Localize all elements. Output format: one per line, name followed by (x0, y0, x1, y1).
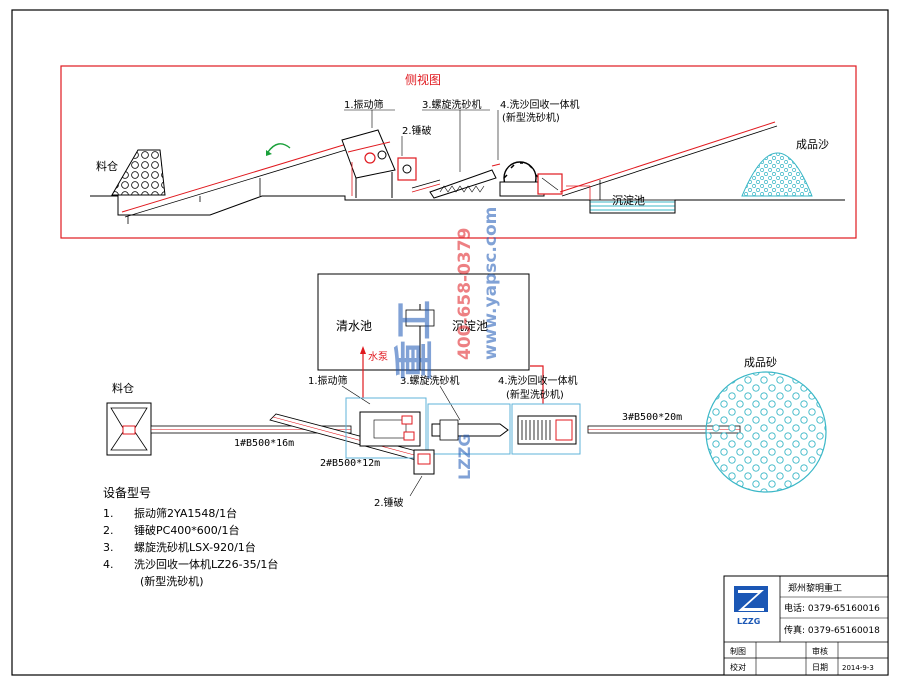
watermark: 重工 400-658-0379 www.yapsc.com LZZG (392, 207, 501, 480)
plan-screen-label: 1.振动筛 (308, 374, 348, 387)
plan-recycle-label-2: (新型洗砂机) (506, 388, 564, 401)
side-spiral-washer (429, 169, 497, 199)
side-recycle-label-2: (新型洗砂机) (502, 111, 560, 124)
pump-arrow-icon (360, 346, 366, 354)
side-view-border (60, 65, 857, 239)
watermark-url: www.yapsc.com (481, 207, 501, 360)
equipment-item-4: 洗沙回收一体机LZ26-35/1台 (134, 557, 278, 571)
plan-view: 清水池 沉淀池 水泵 1.振动筛 3.螺旋洗砂机 4.洗沙回收一体机 (新型洗砂… (106, 273, 827, 509)
clear-pool-label: 清水池 (336, 319, 372, 333)
review-label: 审核 (812, 646, 828, 656)
side-hopper-label: 料仓 (96, 159, 118, 173)
hopper-pile (111, 149, 166, 196)
ground-line (90, 195, 845, 216)
plan-product-pile (705, 371, 827, 493)
plan-hopper-label: 料仓 (112, 381, 134, 395)
drawn-label: 制图 (730, 646, 746, 656)
plan-recycle-label-1: 4.洗沙回收一体机 (498, 374, 578, 387)
watermark-brand: 重工 (392, 300, 438, 380)
return-pipe (530, 365, 544, 404)
plan-product-label: 成品砂 (744, 356, 777, 369)
settling-pool-label: 沉淀池 (452, 319, 488, 333)
belt-3-label: 3#B500*20m (622, 412, 682, 423)
side-view-title: 侧视图 (405, 72, 441, 87)
pump-label: 水泵 (368, 351, 388, 363)
plan-screen-area (345, 397, 427, 459)
equipment-item-2: 锤破PC400*600/1台 (134, 523, 240, 537)
equipment-item-3: 螺旋洗砂机LSX-920/1台 (134, 540, 256, 554)
belt-2-label: 2#B500*12m (320, 458, 380, 469)
belt-1-label: 1#B500*16m (234, 438, 294, 449)
side-product-label: 成品沙 (796, 138, 829, 151)
side-product-pile (741, 152, 813, 197)
equipment-note: (新型洗砂机) (140, 574, 204, 588)
equipment-num-4: 4. (103, 558, 114, 571)
title-block: LZZG 郑州黎明重工 电话: 0379-65160016 传真: 0379-6… (723, 575, 889, 676)
side-view: 侧视图 料仓 1.振动筛 2.锤破 (60, 65, 857, 239)
watermark-phone: 400-658-0379 (455, 228, 475, 360)
plan-spiral-area (427, 403, 511, 455)
equipment-num-1: 1. (103, 507, 114, 520)
equipment-item-1: 振动筛2YA1548/1台 (134, 506, 237, 520)
logo-text: LZZG (737, 617, 760, 626)
company-logo: LZZG (734, 586, 768, 626)
side-vibrating-screen (341, 129, 396, 179)
plan-recycle-area (511, 403, 581, 455)
side-recycle-label-1: 4.洗沙回收一体机 (500, 98, 580, 111)
side-spiral-label: 3.螺旋洗砂机 (422, 98, 482, 111)
side-screen-label: 1.振动筛 (344, 98, 384, 111)
company-fax: 传真: 0379-65160018 (784, 624, 880, 636)
side-belt-3 (559, 121, 776, 193)
plan-spiral-label: 3.螺旋洗砂机 (400, 374, 460, 387)
plan-crusher-label: 2.锤破 (374, 496, 404, 509)
equipment-num-3: 3. (103, 541, 114, 554)
equipment-num-2: 2. (103, 524, 114, 537)
company-name: 郑州黎明重工 (788, 582, 842, 594)
equipment-heading: 设备型号 (103, 486, 151, 500)
date-label: 日期 (812, 663, 828, 672)
side-crusher-label: 2.锤破 (402, 124, 432, 137)
side-hammer-crusher (397, 157, 417, 181)
date-value: 2014-9-3 (842, 664, 874, 672)
checked-label: 校对 (730, 662, 746, 672)
watermark-code: LZZG (455, 433, 474, 480)
side-settling-pool (589, 199, 676, 214)
side-belt-1 (121, 139, 361, 213)
equipment-list: 设备型号 1. 振动筛2YA1548/1台 2. 锤破PC400*600/1台 … (103, 486, 278, 588)
rotation-arrow-icon (267, 143, 291, 153)
side-settling-label: 沉淀池 (612, 193, 645, 207)
company-tel: 电话: 0379-65160016 (784, 602, 880, 614)
drawing-frame (11, 9, 889, 676)
